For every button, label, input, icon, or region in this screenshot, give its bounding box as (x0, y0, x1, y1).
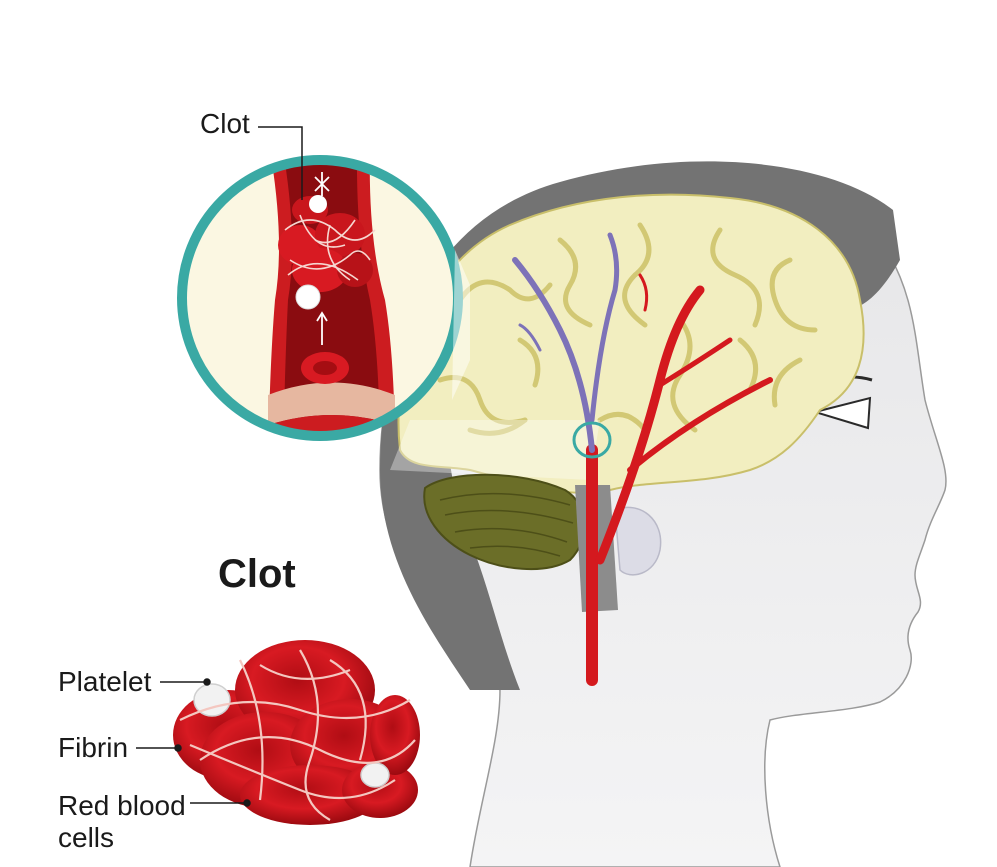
clot-label-top: Clot (200, 108, 250, 139)
magnifier-circle (177, 155, 463, 441)
red-blood-cells-label-line1: Red blood (58, 790, 186, 821)
eye (811, 396, 872, 430)
skull (380, 161, 900, 690)
clot-closeup (173, 640, 420, 825)
cerebral-vessels (512, 232, 773, 686)
clot-title: Clot (218, 552, 296, 596)
label-pointers (136, 678, 251, 807)
red-blood-cells-label-line2: cells (58, 822, 115, 853)
fibrin-label: Fibrin (58, 732, 129, 763)
platelet-label: Platelet (58, 666, 152, 697)
red-blood-cells-label: Red blood cells (58, 790, 186, 854)
clot-location-ring (572, 421, 612, 459)
